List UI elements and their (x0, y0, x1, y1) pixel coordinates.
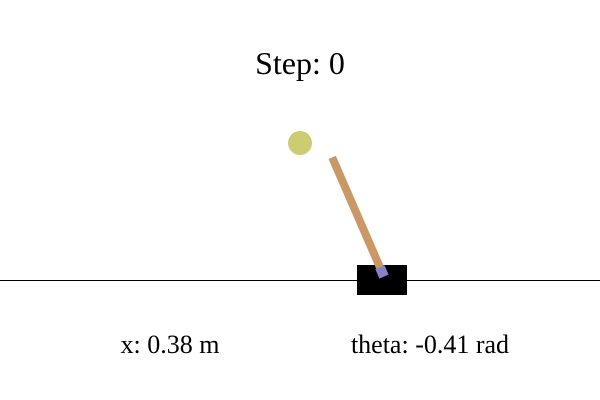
target-ball (288, 131, 312, 155)
step-counter: Step: 0 (255, 45, 345, 81)
pole (328, 155, 386, 274)
cart-position-readout: x: 0.38 m (120, 330, 220, 359)
pole-axle (375, 265, 389, 279)
pole-angle-readout: theta: -0.41 rad (350, 330, 510, 359)
